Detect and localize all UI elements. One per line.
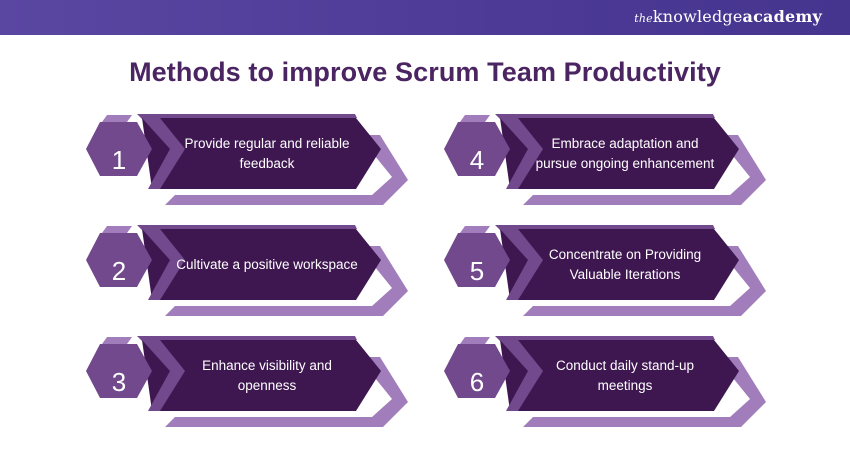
card-text: Conduct daily stand-up meetings	[555, 358, 695, 393]
dark-body	[142, 229, 381, 300]
number-hexagon	[86, 122, 152, 176]
number-hexagon	[444, 233, 510, 287]
card-shape	[444, 114, 766, 205]
light-chevron-band	[523, 246, 766, 316]
method-card-4: 4 Embrace adaptation and pursue ongoing …	[438, 105, 778, 215]
brand-logo: theknowledgeacademy	[634, 7, 822, 26]
body-left-wedge	[142, 229, 185, 300]
card-number: 2	[111, 256, 127, 286]
card-shape	[444, 336, 766, 427]
dark-body	[500, 340, 739, 411]
body-left-wedge	[500, 229, 543, 300]
body-left-wedge	[500, 118, 543, 189]
card-number: 3	[111, 367, 127, 397]
card-number: 6	[469, 367, 485, 397]
card-shape	[86, 225, 408, 316]
body-left-wedge	[142, 118, 185, 189]
method-card-5: 5 Concentrate on Providing Valuable Iter…	[438, 216, 778, 326]
card-text: Cultivate a positive workspace	[176, 257, 358, 272]
number-hexagon	[86, 233, 152, 287]
page-title: Methods to improve Scrum Team Productivi…	[129, 57, 721, 87]
brand-suffix: academy	[742, 7, 822, 26]
top-light-strip	[102, 226, 132, 233]
top-light-strip	[102, 337, 132, 344]
dark-body	[142, 340, 381, 411]
card-text: Embrace adaptation and pursue ongoing en…	[535, 136, 715, 171]
method-card-6: 6 Conduct daily stand-up meetings	[438, 327, 778, 437]
card-text: Provide regular and reliable feedback	[184, 136, 350, 171]
light-chevron-band	[165, 357, 408, 427]
brand-prefix: the	[634, 12, 653, 25]
card-text: Concentrate on Providing Valuable Iterat…	[548, 247, 702, 282]
top-light-strip	[460, 337, 490, 344]
card-number: 4	[469, 145, 485, 175]
light-chevron-band	[523, 135, 766, 205]
light-chevron-band	[165, 135, 408, 205]
card-text: Enhance visibility and openness	[202, 358, 332, 393]
dark-body	[500, 118, 739, 189]
light-chevron-band	[165, 246, 408, 316]
top-light-strip	[460, 226, 490, 233]
number-hexagon	[444, 122, 510, 176]
body-left-wedge	[500, 340, 543, 411]
light-chevron-band	[523, 357, 766, 427]
dark-body	[500, 229, 739, 300]
method-card-3: 3 Enhance visibility and openness	[80, 327, 420, 437]
card-shape	[86, 114, 408, 205]
dark-body	[142, 118, 381, 189]
card-shape	[86, 336, 408, 427]
card-number: 1	[111, 145, 127, 175]
card-shape	[444, 225, 766, 316]
method-card-1: 1 Provide regular and reliable feedback	[80, 105, 420, 215]
top-light-strip	[460, 115, 490, 122]
number-hexagon	[86, 344, 152, 398]
brand-main: knowledge	[652, 7, 743, 26]
body-left-wedge	[142, 340, 185, 411]
card-number: 5	[469, 256, 485, 286]
header-bar: theknowledgeacademy	[0, 0, 850, 35]
number-hexagon	[444, 344, 510, 398]
top-light-strip	[102, 115, 132, 122]
method-card-2: 2 Cultivate a positive workspace	[80, 216, 420, 326]
